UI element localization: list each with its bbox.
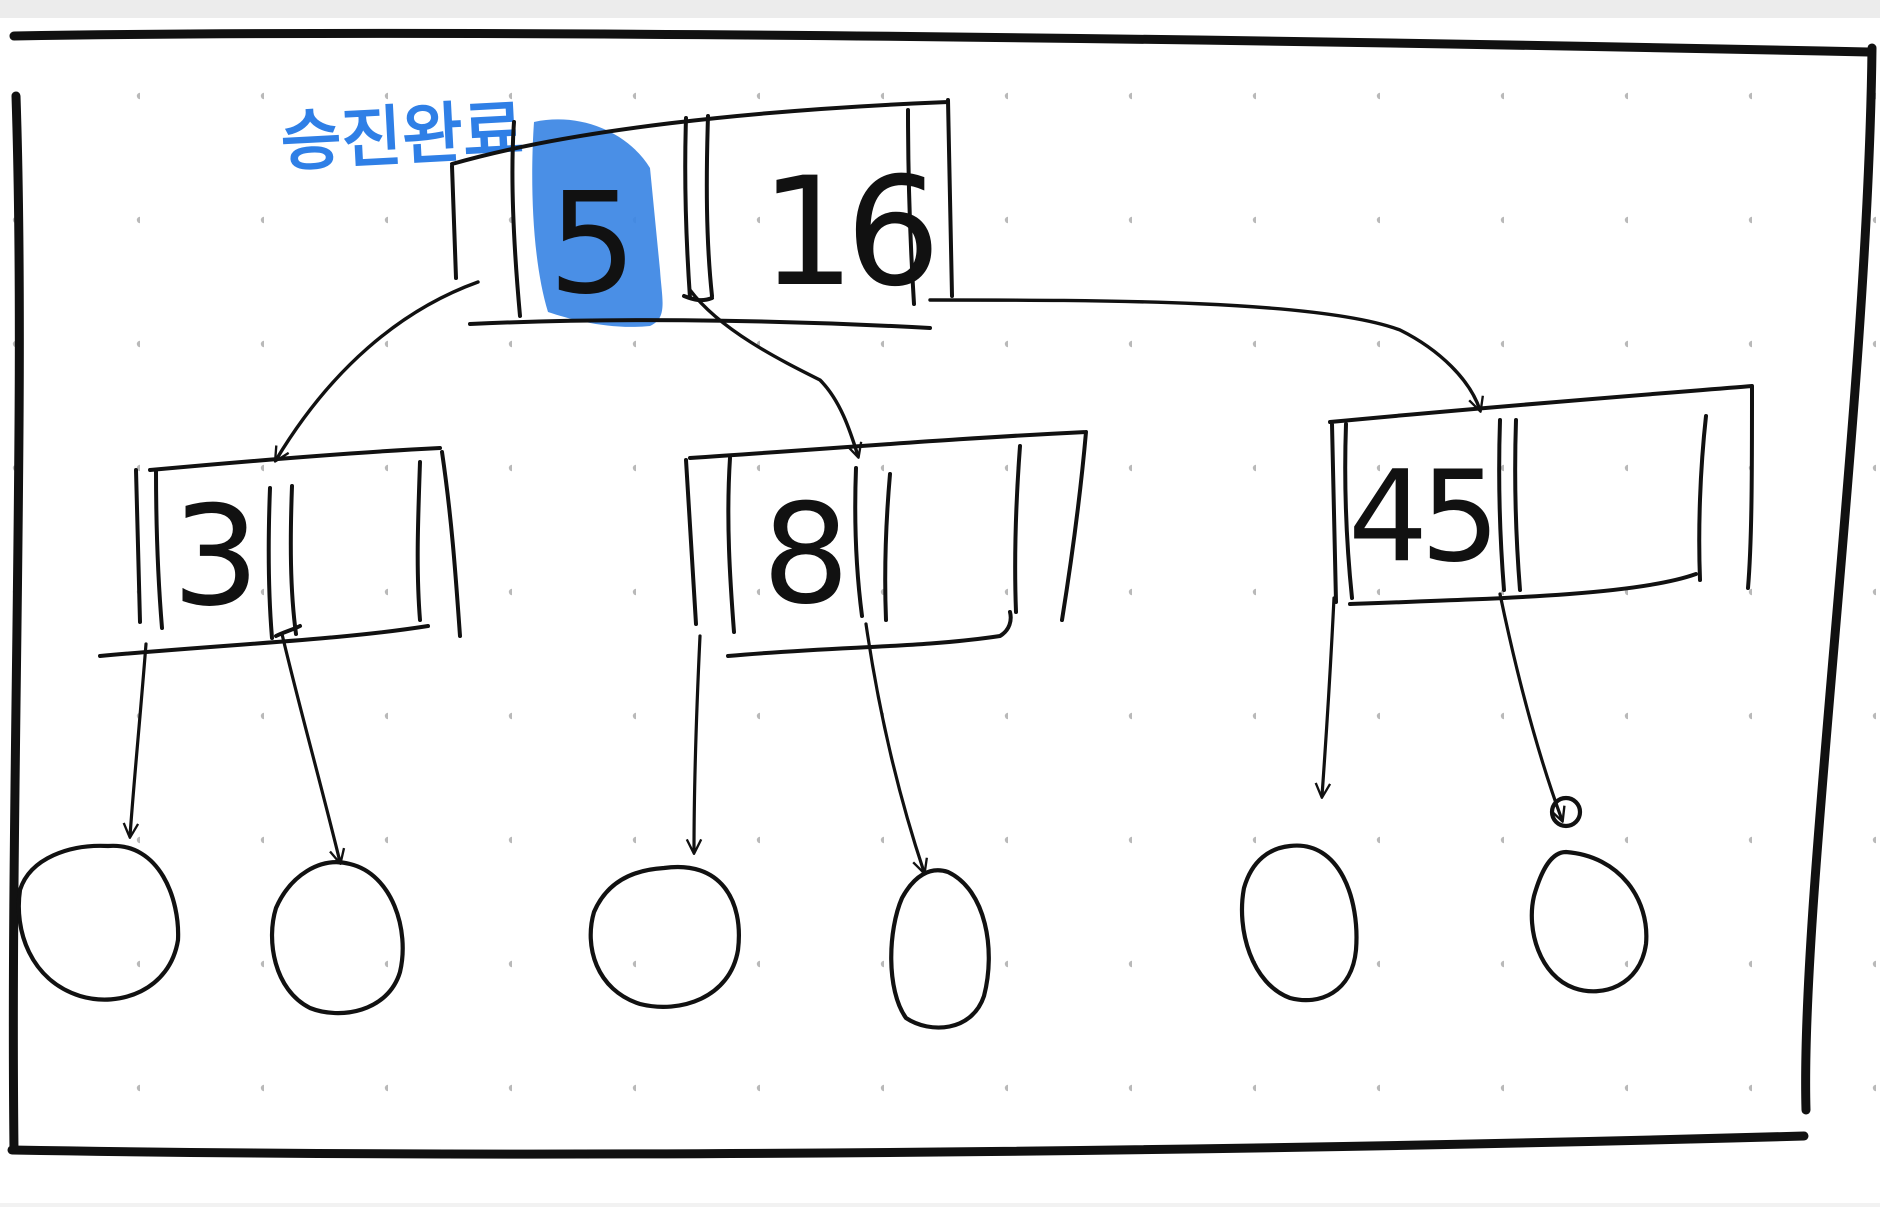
leaf-node-2 (269, 860, 405, 1016)
root-key-0: 5 (548, 163, 637, 326)
leaf-node-1 (16, 843, 181, 1002)
leaf-node-6 (1529, 849, 1649, 994)
root-key-1: 16 (760, 146, 931, 320)
promotion-complete-label: 승진완료 (279, 91, 526, 181)
edge-root-to-right (928, 298, 1484, 413)
leaf-edges (122, 592, 1566, 875)
edge-root-to-middle (688, 288, 863, 459)
leaf-node-5 (1239, 843, 1359, 1003)
leaf-nodes (16, 795, 1649, 1030)
child-left-key-0: 3 (172, 476, 260, 637)
edge-middle-to-leaf-3 (685, 634, 703, 855)
root-edges (273, 280, 1484, 463)
edge-root-to-left (273, 280, 480, 463)
edge-left-to-leaf-2 (280, 632, 346, 865)
leaf-node-3 (588, 864, 741, 1009)
child-middle-key-0: 8 (762, 474, 850, 635)
edge-left-to-leaf-1 (122, 642, 148, 839)
child-node-right (1328, 384, 1754, 606)
promoted-key-highlight (532, 119, 663, 327)
child-node-left (98, 446, 462, 658)
leaf-node-4 (889, 868, 991, 1030)
edge-right-to-leaf-5 (1314, 596, 1336, 799)
frame-border (7, 28, 1877, 1159)
child-node-middle (684, 430, 1088, 658)
child-right-key-0: 45 (1348, 443, 1492, 590)
root-node (450, 98, 954, 330)
edge-right-to-leaf-6 (1498, 592, 1566, 823)
edge-middle-to-leaf-4 (864, 622, 929, 875)
